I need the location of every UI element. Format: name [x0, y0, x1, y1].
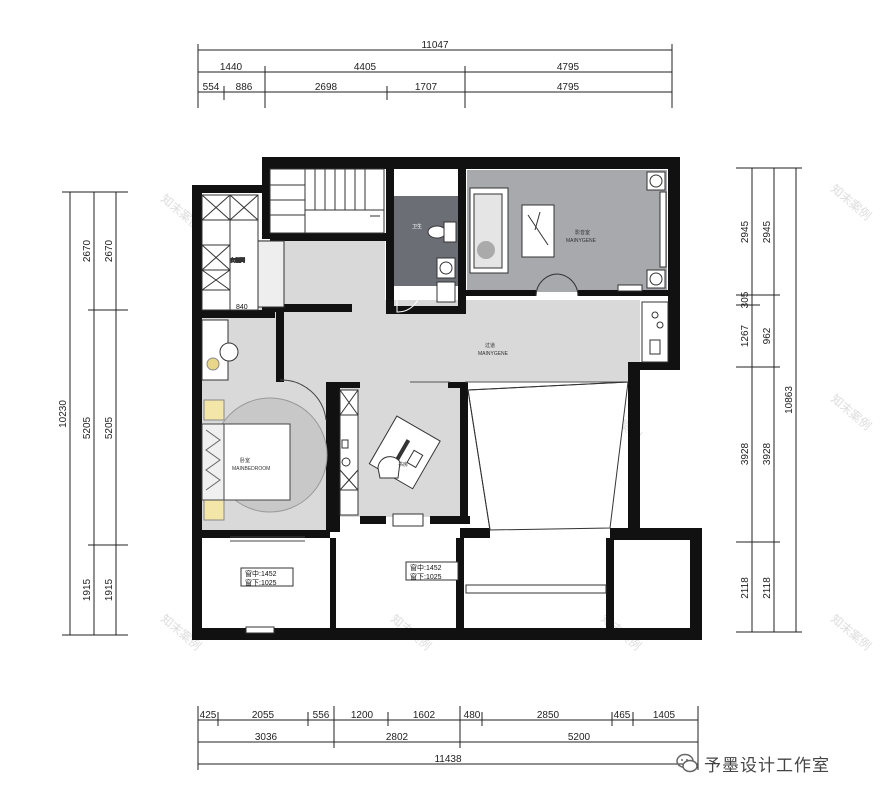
dim-top-3-2: 886 — [236, 82, 253, 93]
dim-left-total: 10230 — [58, 400, 69, 428]
dim-right-inner-4: 3928 — [740, 442, 751, 465]
room-label-cloakroom: 衣帽间 — [230, 257, 245, 264]
dim-right-inner-1: 2945 — [740, 220, 751, 243]
study-room: 书房 — [339, 389, 441, 527]
toilet-icon — [427, 225, 447, 239]
right-dimension-lines — [736, 167, 802, 633]
watermark-text: 知末案例 — [828, 181, 874, 223]
dim-bot-2-3: 5200 — [568, 732, 591, 743]
room-sub-corridor: MAINYGENE — [478, 351, 509, 357]
dimension-840: 840 — [236, 304, 248, 311]
courtyard-void — [465, 381, 629, 594]
dim-bot-1-7: 2850 — [537, 710, 560, 721]
top-dimension-lines — [197, 44, 673, 108]
wardrobe-upper: 衣帽间 — [201, 194, 285, 311]
dim-left-mid-1: 2670 — [82, 239, 93, 262]
bathroom: 卫生 — [370, 215, 457, 313]
dim-right-inner-5: 2118 — [740, 577, 751, 599]
dim-right-mid-4: 2118 — [762, 577, 773, 599]
dim-left-inner-3: 1915 — [104, 578, 115, 601]
dim-left-mid-3: 1915 — [82, 578, 93, 601]
dim-bot-1-9: 1405 — [653, 710, 676, 721]
nightstand-bottom — [203, 499, 225, 521]
dim-bot-1-4: 1200 — [351, 710, 374, 721]
dim-bot-total: 11438 — [434, 754, 462, 765]
bottom-window-mark — [245, 626, 275, 634]
dim-bot-1-1: 425 — [200, 710, 217, 721]
dim-right-inner-3: 1267 — [740, 324, 751, 347]
window-2-middle-height: 窗中:1452 — [410, 563, 442, 572]
room-label-master-bedroom: 卧室 — [240, 457, 250, 464]
study-chair — [377, 456, 401, 479]
window-1-sill-height: 窗下:1025 — [245, 578, 277, 587]
watermark-text: 知末案例 — [828, 611, 874, 653]
window-2-sill-height: 窗下:1025 — [410, 572, 442, 581]
tv-cabinet — [659, 191, 667, 268]
window-1-middle-height: 窗中:1452 — [245, 569, 277, 578]
dim-bot-1-6: 480 — [464, 710, 481, 721]
dim-bot-1-8: 465 — [614, 710, 631, 721]
dim-left-mid-2: 5205 — [82, 416, 93, 439]
brand-signature: 予墨设计工作室 — [676, 750, 830, 776]
dim-right-inner-2: 305 — [740, 291, 751, 308]
dim-top-3-1: 554 — [203, 82, 220, 93]
brand-name: 予墨设计工作室 — [704, 755, 830, 775]
toilet-fixture — [219, 342, 239, 362]
door-swing-living-left — [535, 273, 559, 297]
window-annotation-middle: 窗中:1452 窗下:1025 — [405, 561, 459, 581]
dim-bot-2-1: 3036 — [255, 732, 278, 743]
bottom-dimension-lines — [197, 706, 699, 770]
dim-top-total: 11047 — [421, 40, 449, 51]
room-sub-living: MAINYGENE — [566, 238, 597, 244]
staircase — [269, 168, 385, 234]
dim-right-mid-2: 962 — [762, 327, 773, 344]
dim-top-3-5: 4795 — [557, 82, 580, 93]
dim-right-mid-3: 3928 — [762, 442, 773, 465]
watermark-text: 知末案例 — [828, 391, 874, 433]
door-swing-bathroom — [396, 289, 421, 313]
door-swing-bedroom — [279, 379, 327, 421]
dim-bot-1-3: 556 — [313, 710, 330, 721]
walls — [192, 157, 702, 640]
washing-machine — [436, 257, 456, 279]
window-annotation-left: 窗中:1452 窗下:1025 — [240, 567, 294, 587]
dim-right-mid-1: 2945 — [762, 220, 773, 243]
dim-left-inner-2: 5205 — [104, 416, 115, 439]
top-dimension-text: 11047 1440 4405 4795 554 886 2698 1707 4… — [203, 40, 580, 93]
dim-top-3-4: 1707 — [415, 82, 438, 93]
room-sub-master-bedroom: MAINBEDROOM — [232, 466, 270, 472]
coffee-table — [521, 204, 555, 258]
dim-bot-1-5: 1602 — [413, 710, 436, 721]
wechat-icon — [676, 753, 698, 773]
room-label-bathroom: 卫生 — [412, 223, 422, 230]
nightstand-top — [203, 399, 225, 421]
dim-bot-1-2: 2055 — [252, 710, 275, 721]
living-room: 影音室 MAINYGENE — [469, 171, 667, 297]
dim-bot-2-2: 2802 — [386, 732, 409, 743]
dim-right-total: 10863 — [784, 386, 795, 414]
room-label-corridor: 过道 — [485, 342, 495, 349]
dim-top-2-1: 1440 — [220, 62, 243, 73]
right-dimension-text: 2945 305 1267 3928 2118 2945 962 3928 21… — [740, 220, 795, 598]
master-bedroom: 卧室 MAINBEDROOM — [201, 319, 328, 542]
left-dimension-lines — [62, 191, 128, 636]
room-label-study: 书房 — [398, 461, 408, 468]
dim-top-2-2: 4405 — [354, 62, 377, 73]
door-swing-living-right — [557, 273, 579, 297]
dim-left-inner-1: 2670 — [104, 239, 115, 262]
bottom-dimension-text: 425 2055 556 1200 1602 480 2850 465 1405… — [200, 710, 676, 765]
left-dimension-text: 10230 2670 5205 1915 2670 5205 1915 — [58, 239, 115, 601]
corridor-cabinet — [641, 301, 669, 363]
room-label-living: 影音室 — [575, 229, 590, 236]
dim-top-2-3: 4795 — [557, 62, 580, 73]
dim-top-3-3: 2698 — [315, 82, 338, 93]
corridor: 过道 MAINYGENE — [410, 301, 669, 383]
